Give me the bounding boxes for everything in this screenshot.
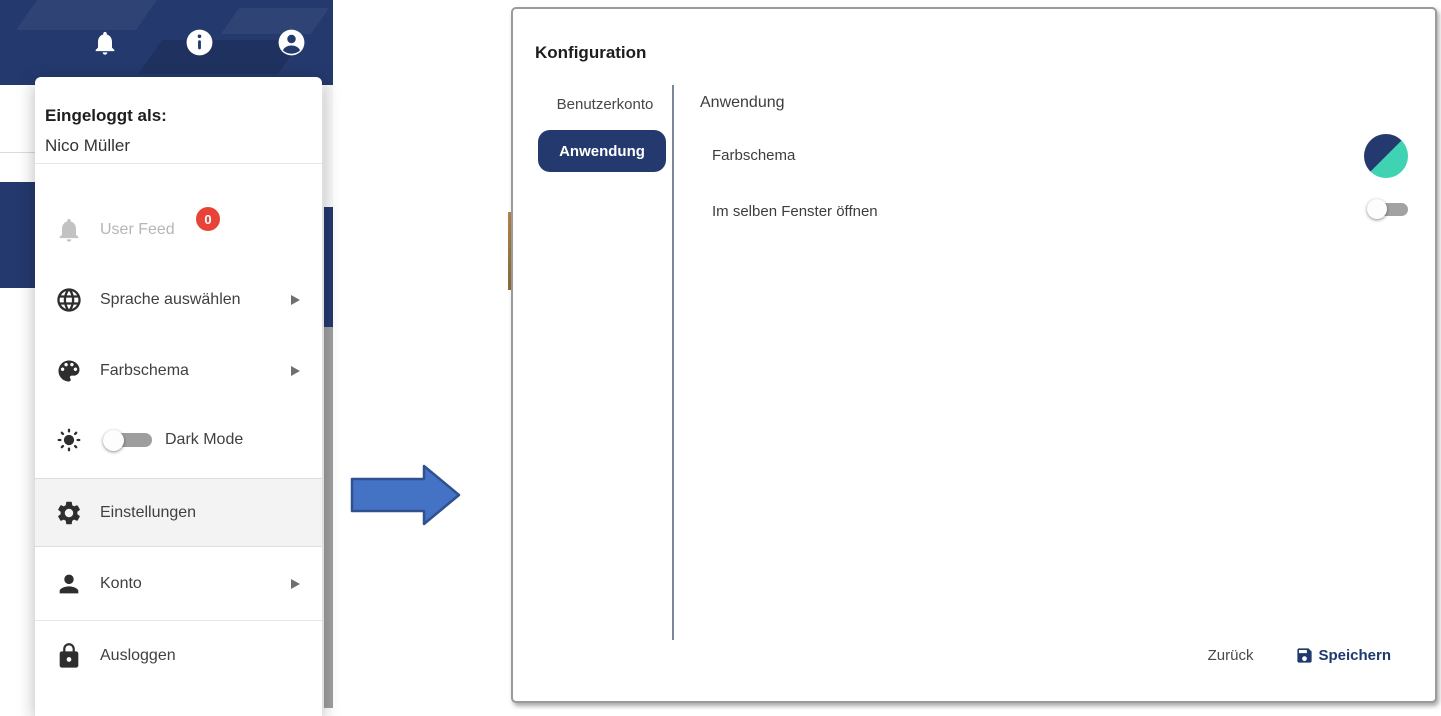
configuration-dialog: [511, 7, 1437, 703]
back-button[interactable]: Zurück: [1207, 647, 1254, 664]
toggle-knob: [103, 429, 124, 451]
background-navy-band: [0, 182, 35, 288]
toggle-knob: [1367, 199, 1387, 219]
globe-icon: [55, 286, 83, 314]
submenu-arrow-icon: [291, 366, 300, 376]
menu-divider: [35, 620, 322, 621]
scrollbar-thumb[interactable]: [324, 327, 333, 708]
user-dropdown-menu: Eingeloggt als: Nico Müller User Feed 0 …: [35, 77, 322, 716]
save-button-label: Speichern: [1318, 647, 1391, 664]
submenu-arrow-icon: [291, 578, 300, 589]
flow-arrow-graphic: [350, 464, 461, 526]
bell-icon: [91, 29, 119, 62]
menu-item-label: Dark Mode: [165, 431, 244, 448]
menu-item-language[interactable]: Sprache auswählen: [35, 265, 322, 335]
info-button[interactable]: [182, 28, 216, 62]
scrollbar-track-top: [324, 85, 333, 207]
dark-mode-toggle[interactable]: [103, 429, 152, 451]
menu-header: Eingeloggt als: Nico Müller: [45, 101, 305, 161]
person-icon: [55, 570, 83, 598]
menu-item-logout[interactable]: Ausloggen: [35, 620, 322, 692]
scrollbar-navy-segment: [324, 207, 333, 327]
section-title: Anwendung: [700, 94, 785, 111]
setting-label-farbschema: Farbschema: [712, 147, 796, 164]
menu-divider: [35, 163, 322, 164]
notification-count-badge: 0: [196, 207, 220, 231]
lock-icon: [55, 642, 83, 670]
app-top-bar: [0, 0, 333, 85]
bell-icon: [55, 216, 83, 244]
app-scrollbar[interactable]: [324, 85, 333, 708]
tab-anwendung[interactable]: Anwendung: [538, 130, 666, 172]
menu-item-label: User Feed: [100, 221, 175, 238]
user-avatar-icon: [276, 27, 307, 63]
info-icon: [184, 27, 215, 63]
menu-item-label: Einstellungen: [100, 503, 197, 521]
menu-item-label: Ausloggen: [100, 647, 176, 664]
setting-label-same-window: Im selben Fenster öffnen: [712, 203, 878, 220]
palette-icon: [55, 357, 83, 385]
dialog-title: Konfiguration: [535, 43, 647, 62]
notifications-button[interactable]: [88, 28, 122, 62]
tab-benutzerkonto[interactable]: Benutzerkonto: [556, 96, 654, 113]
menu-item-account[interactable]: Konto: [35, 547, 322, 620]
dialog-vertical-divider: [672, 85, 674, 640]
menu-item-color-scheme[interactable]: Farbschema: [35, 337, 322, 405]
menu-item-label: Sprache auswählen: [100, 291, 241, 308]
menu-item-label: Farbschema: [100, 362, 189, 379]
logged-in-as-label: Eingeloggt als:: [45, 106, 167, 125]
header-pattern-shape: [15, 0, 165, 30]
brightness-icon: [55, 426, 83, 454]
save-icon: [1295, 646, 1314, 665]
submenu-arrow-icon: [291, 295, 300, 305]
account-button[interactable]: [274, 28, 308, 62]
menu-item-settings[interactable]: Einstellungen: [35, 478, 322, 547]
theme-color-circle[interactable]: [1364, 134, 1408, 178]
gear-icon: [55, 499, 83, 527]
background-divider: [0, 152, 35, 153]
user-name: Nico Müller: [45, 136, 131, 155]
background-content-sliver: [508, 212, 511, 290]
menu-item-user-feed[interactable]: User Feed 0: [35, 195, 322, 265]
dialog-footer: Zurück Speichern: [1208, 646, 1391, 665]
menu-item-dark-mode[interactable]: Dark Mode: [35, 405, 322, 475]
save-button[interactable]: Speichern: [1295, 646, 1391, 665]
menu-item-label: Konto: [100, 574, 142, 592]
